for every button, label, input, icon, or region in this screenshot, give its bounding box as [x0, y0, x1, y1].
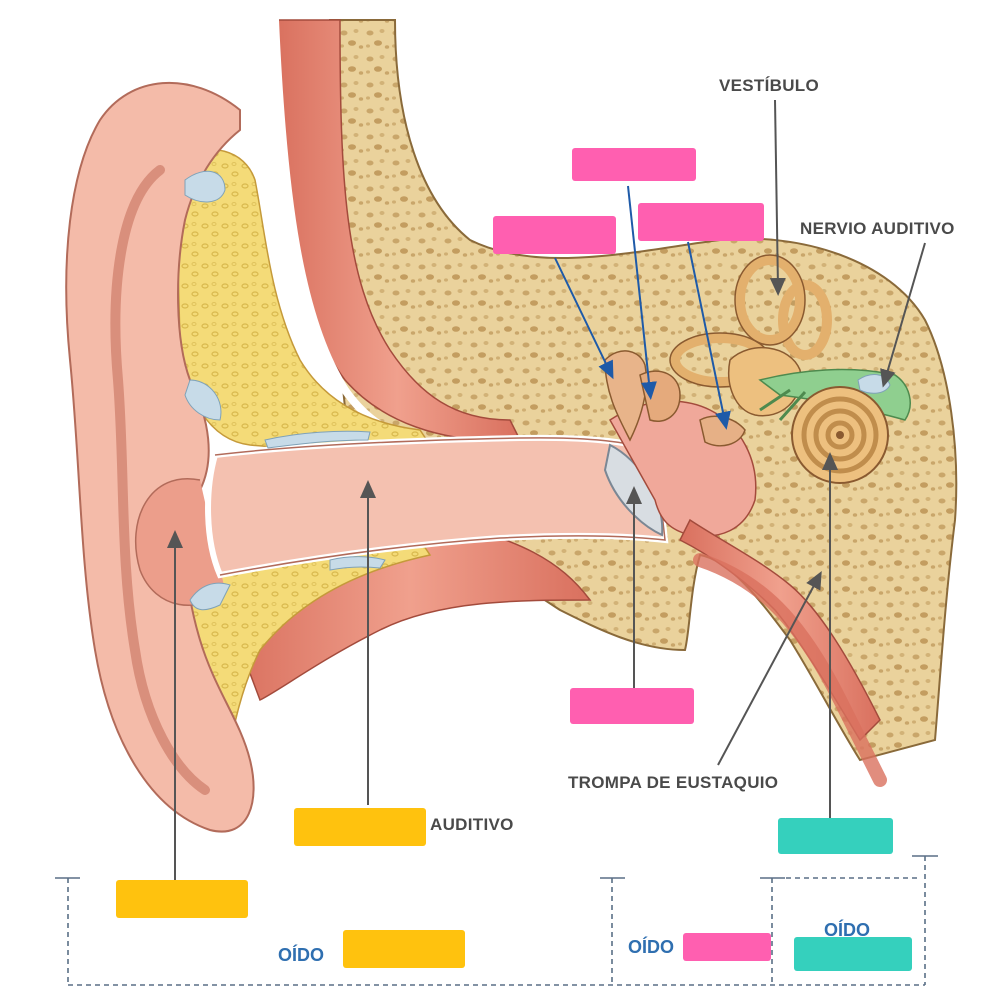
answer-box-oido-externo[interactable] — [343, 930, 465, 968]
label-oido-interno: OÍDO — [824, 920, 871, 940]
leader-lines-blue — [554, 185, 731, 430]
answer-box-conducto[interactable] — [294, 808, 426, 846]
answer-box-timpano[interactable] — [570, 688, 694, 724]
leader-lines-gray — [167, 99, 926, 880]
answer-box-martillo[interactable] — [572, 148, 696, 181]
ossicle-stapes — [699, 415, 746, 447]
pinna — [65, 81, 255, 833]
label-nervio-auditivo: NERVIO AUDITIVO — [800, 219, 955, 238]
answer-box-yunque[interactable] — [493, 216, 616, 254]
answer-box-oido-interno[interactable] — [794, 937, 912, 971]
label-trompa-de-eustaquio: TROMPA DE EUSTAQUIO — [568, 773, 779, 792]
label-vestibulo: VESTÍBULO — [719, 76, 819, 95]
ossicle-malleus — [604, 350, 648, 442]
ear-cartilage — [174, 148, 432, 450]
section-bracket — [55, 855, 938, 986]
label-oido-medio: OÍDO — [628, 937, 675, 957]
answer-box-caracol[interactable] — [778, 818, 893, 854]
label-oido-externo: OÍDO — [278, 945, 325, 965]
label-auditivo: AUDITIVO — [430, 815, 514, 834]
cochlea — [791, 386, 889, 484]
answer-box-oido-medio[interactable] — [683, 933, 771, 961]
answer-box-pabellon[interactable] — [116, 880, 248, 918]
answer-box-estribo[interactable] — [638, 203, 764, 241]
